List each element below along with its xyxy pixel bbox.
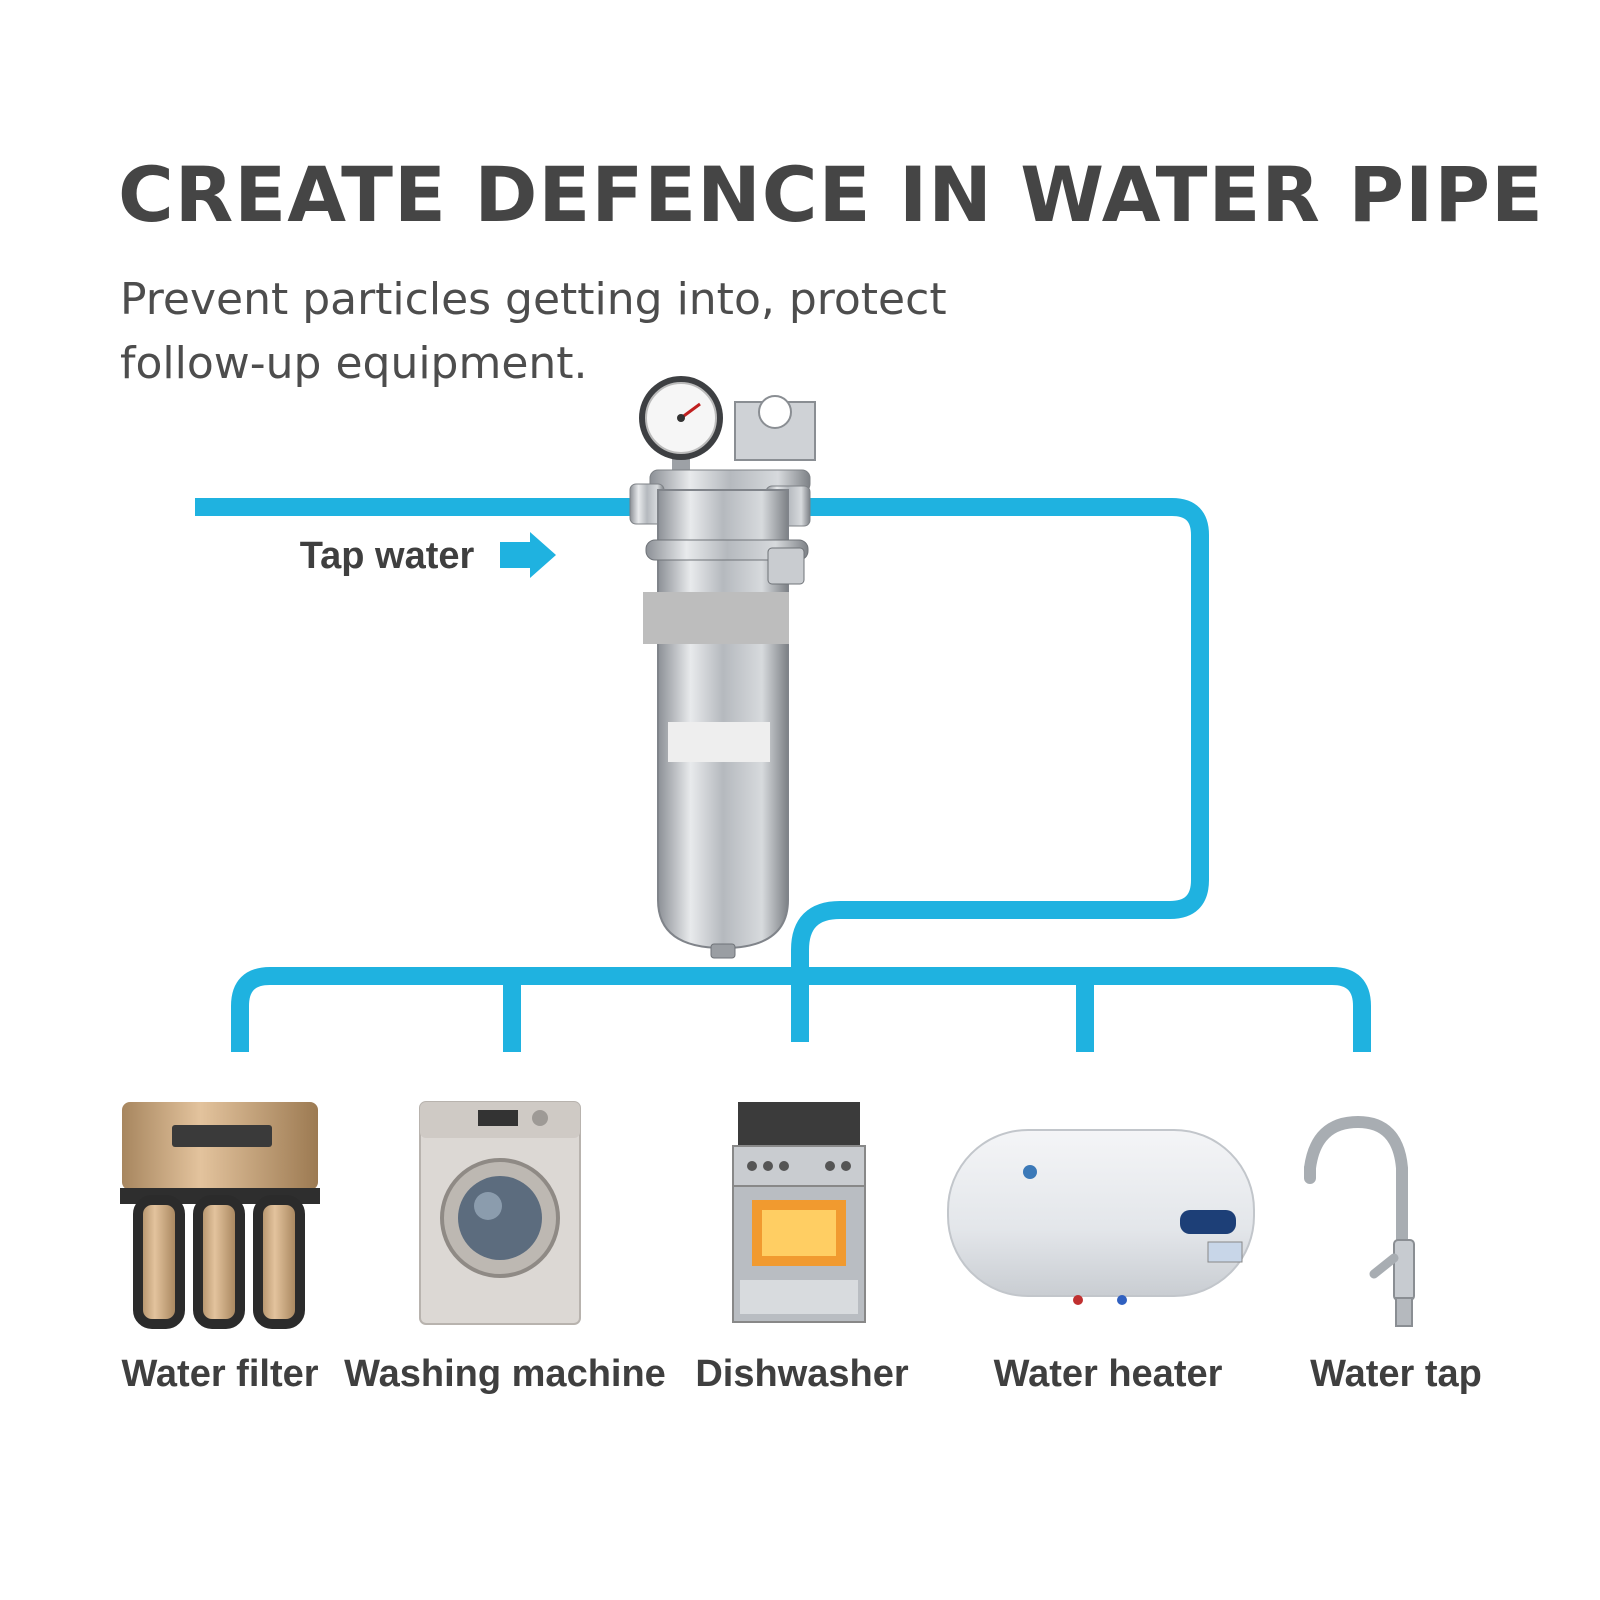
label-water-filter: Water filter [121, 1353, 318, 1395]
outlet-pipe [791, 498, 1209, 1042]
dishwasher-icon [732, 1102, 866, 1323]
water-filter-icon [120, 1102, 320, 1329]
water-heater-icon [947, 1129, 1255, 1305]
label-washing-machine: Washing machine [344, 1353, 666, 1395]
label-water-tap: Water tap [1310, 1353, 1482, 1395]
label-dishwasher: Dishwasher [695, 1353, 909, 1395]
distribution-pipe [231, 967, 1371, 1052]
subtitle-line-1: Prevent particles getting into, protect [120, 274, 947, 325]
page-title: CREATE DEFENCE IN WATER PIPE [118, 150, 1544, 239]
water-pipes [195, 498, 1371, 1052]
tap-water-label: Tap water [300, 535, 475, 577]
subtitle: Prevent particles getting into, protect … [120, 268, 947, 396]
washing-machine-icon [419, 1101, 581, 1325]
water-tap-icon [1304, 1115, 1415, 1327]
prefilter-housing-icon [629, 376, 816, 959]
label-water-heater: Water heater [994, 1353, 1223, 1395]
subtitle-line-2: follow-up equipment. [120, 338, 588, 389]
flow-arrow-icon [500, 532, 556, 578]
